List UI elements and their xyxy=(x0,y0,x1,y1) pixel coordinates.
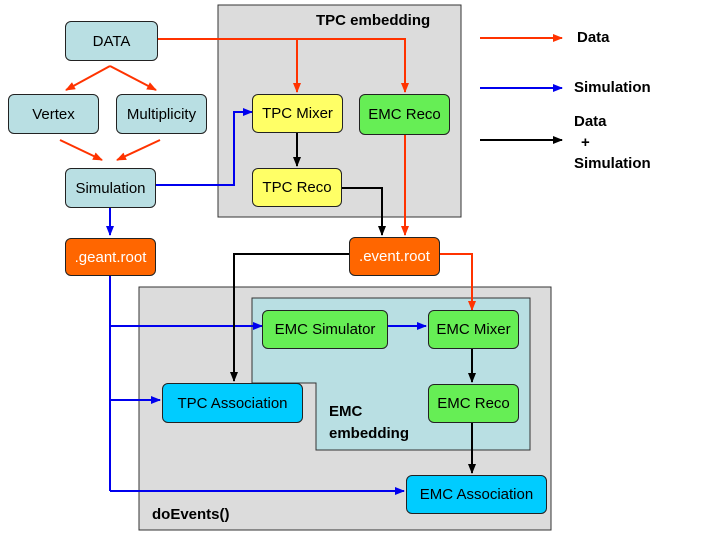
arrow-vertex-to-simulation xyxy=(59,139,103,161)
arrow-data-to-emc-reco xyxy=(158,38,409,93)
emc-association-node: EMC Association xyxy=(406,475,547,514)
tpc-association-node: TPC Association xyxy=(162,383,303,423)
do-events-title: doEvents() xyxy=(152,506,230,523)
combined-arrows xyxy=(230,133,476,474)
tpc-mixer-node: TPC Mixer xyxy=(252,94,343,133)
event-root-node: .event.root xyxy=(349,237,440,276)
arrow-multiplicity-to-simulation xyxy=(116,139,161,161)
tpc-embedding-title: TPC embedding xyxy=(316,12,431,29)
legend-combined-line3: Simulation xyxy=(574,155,651,172)
data-node: DATA xyxy=(65,21,158,61)
legend-simulation-label: Simulation xyxy=(574,79,651,96)
arrow-data-to-multiplicity xyxy=(109,65,157,91)
emc-embedding-title-line1: EMC xyxy=(329,403,363,420)
simulation-node: Simulation xyxy=(65,168,156,208)
legend-arrows xyxy=(480,34,563,144)
emc-simulator-node: EMC Simulator xyxy=(262,310,388,349)
geant-root-node: .geant.root xyxy=(65,238,156,276)
legend-combined-line1: Data xyxy=(574,113,607,130)
tpc-reco-node: TPC Reco xyxy=(252,168,342,207)
vertex-node: Vertex xyxy=(8,94,99,134)
arrow-data-to-vertex xyxy=(65,65,111,91)
arrow-simulation-to-tpc-mixer xyxy=(156,108,253,186)
arrow-event-root-to-tpc-association xyxy=(230,253,349,382)
emc-reco-top-node: EMC Reco xyxy=(359,94,450,135)
emc-reco-bottom-node: EMC Reco xyxy=(428,384,519,423)
simulation-arrows xyxy=(106,108,427,495)
arrow-tpc-reco-to-event-root xyxy=(342,187,386,236)
multiplicity-node: Multiplicity xyxy=(116,94,207,134)
legend-combined-line2: + xyxy=(581,134,590,151)
emc-embedding-title-line2: embedding xyxy=(329,425,410,442)
emc-mixer-node: EMC Mixer xyxy=(428,310,519,349)
legend-data-label: Data xyxy=(577,29,610,46)
data-arrows xyxy=(59,38,476,311)
arrow-event-root-to-emc-mixer xyxy=(440,253,476,311)
